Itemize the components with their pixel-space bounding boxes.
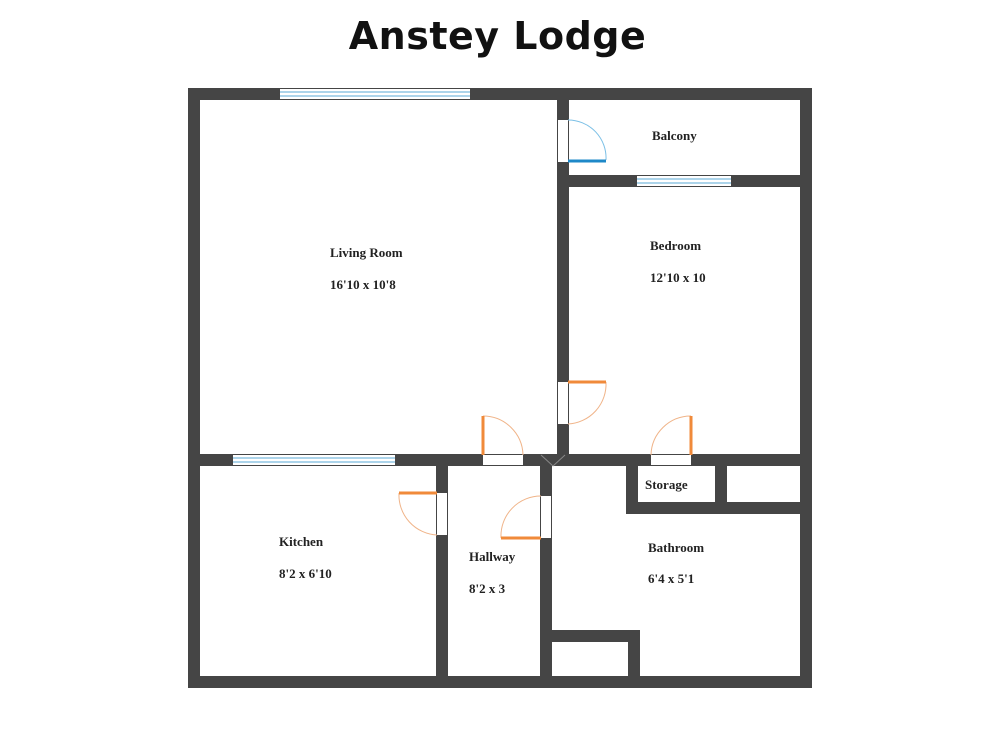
bedroom-dims: 12'10 x 10 [650,270,706,285]
living-room-top-window [280,89,470,99]
kitchen-label: Kitchen [279,534,324,549]
kitchen-dims: 8'2 x 6'10 [279,566,332,581]
storage-label: Storage [645,477,688,492]
balcony-door [558,119,607,163]
kitchen-door [398,491,447,536]
windows [233,89,731,465]
hallway-label: Hallway [469,549,516,564]
living-room-door [481,415,524,465]
bathroom-label: Bathroom [648,540,704,555]
bedroom-door [558,380,607,425]
living-room-dims: 16'10 x 10'8 [330,277,396,292]
bathroom-door [500,495,551,540]
doors [398,119,693,540]
room-labels: Living Room 16'10 x 10'8 Balcony Bedroom… [279,128,706,596]
kitchen-window [233,455,395,465]
storage-door [650,415,693,465]
hallway-dims: 8'2 x 3 [469,581,506,596]
balcony-label: Balcony [652,128,697,143]
living-room-label: Living Room [330,245,403,260]
bedroom-label: Bedroom [650,238,701,253]
hallway-corner [540,454,566,467]
bathroom-dims: 6'4 x 5'1 [648,571,694,586]
page-title: Anstey Lodge [348,14,647,58]
bedroom-balcony-window [637,176,731,186]
